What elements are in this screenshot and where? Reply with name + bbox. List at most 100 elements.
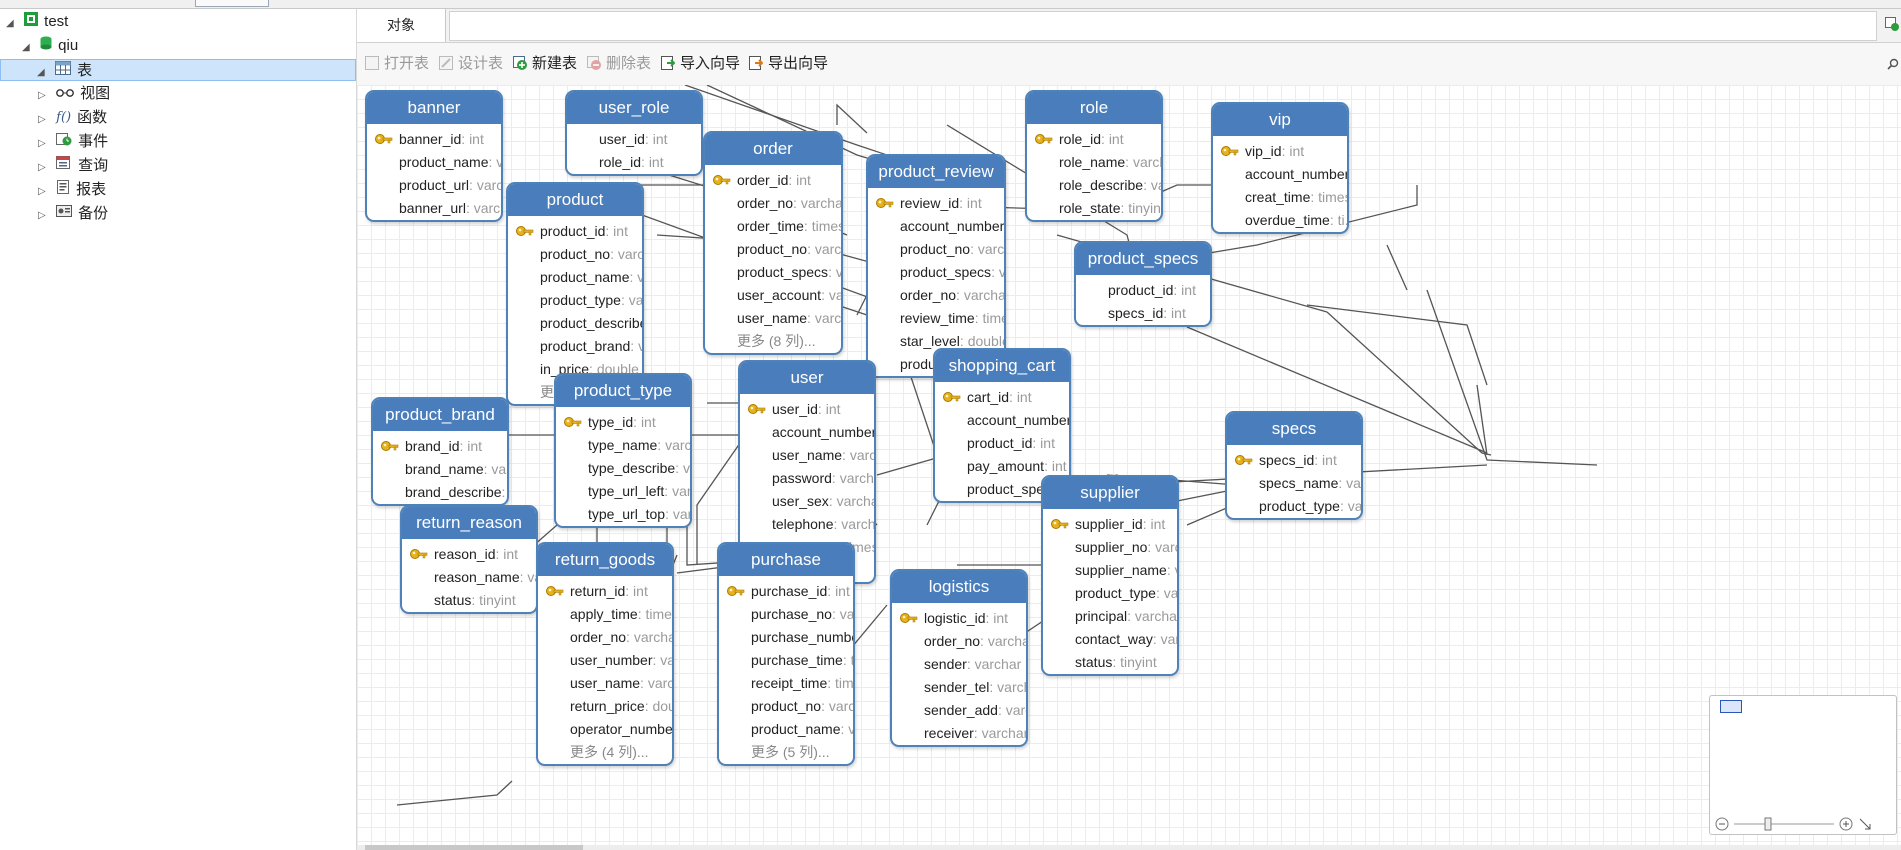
column-row[interactable]: role_name: varchar [1027,151,1161,174]
design-table-button[interactable]: 设计表 [439,53,503,75]
primary-key-column-row[interactable]: type_id: int [556,411,690,434]
column-row[interactable]: receiver: varchar [892,722,1026,745]
column-row[interactable]: apply_time: time... [538,603,672,626]
tree-item-tables[interactable]: ◢ 表 [0,59,356,81]
column-row[interactable]: product_name: v... [508,266,642,289]
tree-item-events[interactable]: ▷ 事件 [38,131,108,153]
column-row[interactable]: product_id: int [1076,279,1210,302]
new-table-button[interactable]: 新建表 [513,53,577,75]
column-row[interactable]: order_no: varchar [705,192,841,215]
column-row[interactable]: type_name: varc... [556,434,690,457]
column-row[interactable]: account_number... [1213,163,1347,186]
column-row[interactable]: product_no: varc... [705,238,841,261]
fit-view-icon[interactable] [1859,818,1871,830]
column-row[interactable]: order_no: varchar [868,284,1004,307]
add-icon[interactable] [1885,17,1899,31]
tree-item-views[interactable]: ▷ 视图 [38,83,110,105]
column-row[interactable]: return_price: dou... [538,695,672,718]
search-icon[interactable] [1887,57,1899,73]
column-row[interactable]: product_name: v... [719,718,853,741]
primary-key-column-row[interactable]: product_id: int [508,220,642,243]
column-row[interactable]: order_no: varchar [538,626,672,649]
column-row[interactable]: product_name: v... [367,151,501,174]
primary-key-column-row[interactable]: order_id: int [705,169,841,192]
column-row[interactable]: supplier_name: v... [1043,559,1177,582]
column-row[interactable]: product_specs: v... [868,261,1004,284]
expand-toggle-icon[interactable]: ▷ [38,114,46,125]
expand-toggle-icon[interactable]: ▷ [38,138,46,149]
column-row[interactable]: sender_tel: varchar [892,676,1026,699]
primary-key-column-row[interactable]: brand_id: int [373,435,507,458]
expand-toggle-icon[interactable]: ▷ [38,210,46,221]
tree-item-queries[interactable]: ▷ 查询 [38,155,108,177]
column-row[interactable]: brand_name: var... [373,458,507,481]
collapse-toggle-icon[interactable]: ◢ [22,42,30,53]
collapse-toggle-icon[interactable]: ◢ [37,67,45,78]
column-row[interactable]: principal: varchar [1043,605,1177,628]
column-row[interactable]: product_url: varc... [367,174,501,197]
column-row[interactable]: sender_add: varc... [892,699,1026,722]
primary-key-column-row[interactable]: specs_id: int [1227,449,1361,472]
column-row[interactable]: specs_id: int [1076,302,1210,325]
primary-key-column-row[interactable]: user_id: int [740,398,874,421]
primary-key-column-row[interactable]: vip_id: int [1213,140,1347,163]
scrollbar-thumb[interactable] [365,845,583,850]
column-row[interactable]: role_describe: va... [1027,174,1161,197]
overview-panel[interactable] [1709,695,1897,835]
overview-viewport[interactable] [1720,700,1742,713]
column-row[interactable]: product_no: varc... [719,695,853,718]
zoom-out-icon[interactable] [1715,817,1729,831]
column-row[interactable]: star_level: double [868,330,1004,353]
expand-toggle-icon[interactable]: ▷ [38,90,46,101]
column-row[interactable]: pay_amount: int [935,455,1069,478]
column-row[interactable]: receipt_time: tim... [719,672,853,695]
column-row[interactable]: product_id: int [935,432,1069,455]
primary-key-column-row[interactable]: return_id: int [538,580,672,603]
horizontal-scrollbar[interactable] [357,845,1901,850]
column-row[interactable]: product_no: varc... [868,238,1004,261]
column-row[interactable]: type_url_left: varc... [556,480,690,503]
top-tab-stub[interactable] [195,0,269,7]
column-row[interactable]: status: tinyint [402,589,536,612]
column-row[interactable]: purchase_time: ti... [719,649,853,672]
column-row[interactable]: purchase_no: var... [719,603,853,626]
column-row[interactable]: supplier_no: varc... [1043,536,1177,559]
open-table-button[interactable]: 打开表 [365,53,429,75]
column-row[interactable]: order_no: varchar [892,630,1026,653]
delete-table-button[interactable]: 删除表 [587,53,651,75]
column-row[interactable]: role_id: int [567,151,701,174]
more-columns-row[interactable]: 更多 (4 列)... [570,744,649,760]
column-row[interactable]: review_time: time... [868,307,1004,330]
primary-key-column-row[interactable]: banner_id: int [367,128,501,151]
zoom-slider-handle[interactable] [1764,817,1772,831]
primary-key-column-row[interactable]: review_id: int [868,192,1004,215]
column-row[interactable]: user_id: int [567,128,701,151]
column-row[interactable]: purchase_number... [719,626,853,649]
primary-key-column-row[interactable]: logistic_id: int [892,607,1026,630]
column-row[interactable]: brand_describe: ... [373,481,507,504]
tree-node-database[interactable]: ◢ qiu [22,35,78,57]
column-row[interactable]: account_number... [868,215,1004,238]
tree-item-reports[interactable]: ▷ 报表 [38,179,106,201]
column-row[interactable]: reason_name: va... [402,566,536,589]
tree-item-backups[interactable]: ▷ 备份 [38,203,108,225]
column-row[interactable]: user_sex: varchar [740,490,874,513]
column-row[interactable]: password: varchar [740,467,874,490]
primary-key-column-row[interactable]: supplier_id: int [1043,513,1177,536]
column-row[interactable]: product_type: va... [1227,495,1361,518]
column-row[interactable]: user_name: varch... [705,307,841,330]
column-row[interactable]: product_type: va... [508,289,642,312]
tree-item-functions[interactable]: ▷ f()函数 [38,107,107,129]
